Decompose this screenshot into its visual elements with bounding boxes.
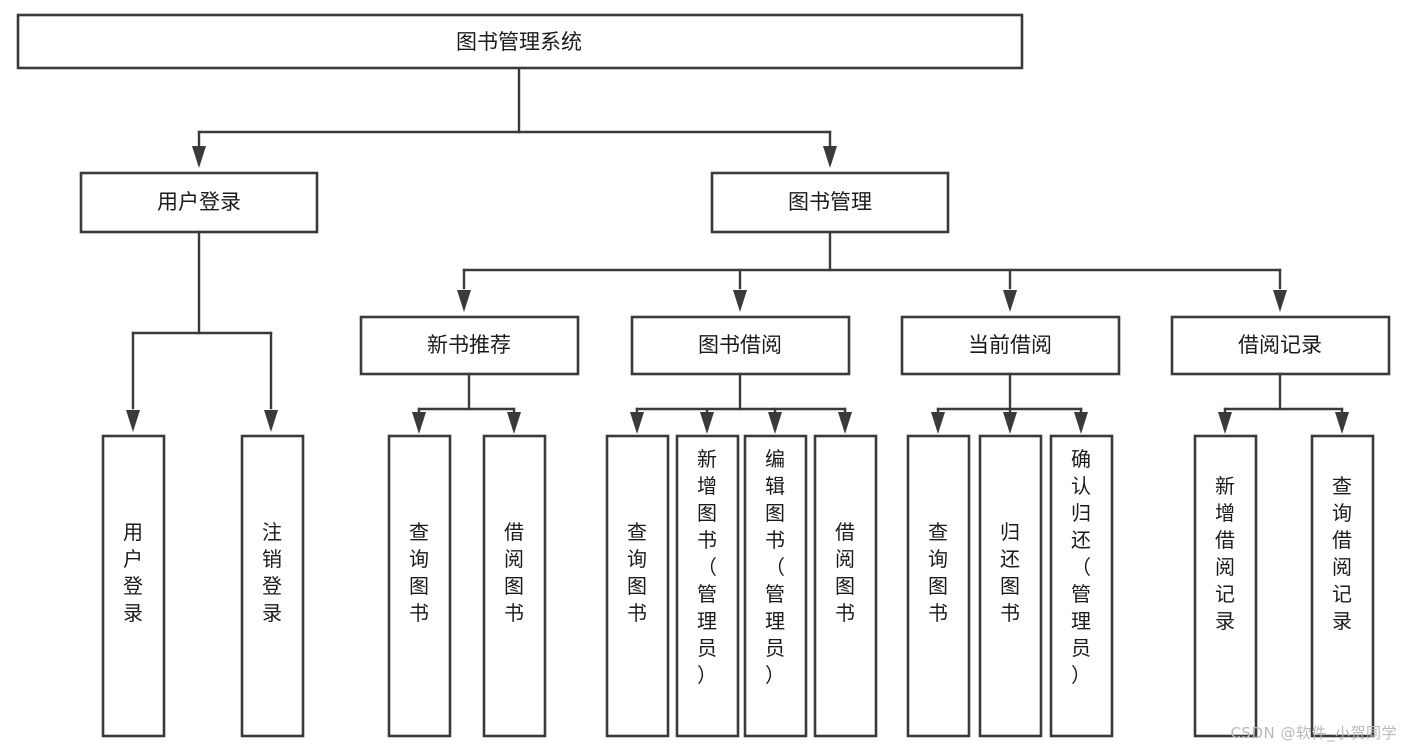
leaf-label: 注销登录 [262,520,282,625]
leaf-box[interactable] [101,434,166,738]
arrow-cb-leaf-3 [1074,412,1088,434]
leaf-label: 新增图书（管理员） [697,447,717,687]
leaf-label: 查询图书 [409,520,429,625]
node-root-box[interactable] [16,13,1024,70]
leaf-box[interactable] [1310,434,1375,738]
leaf-node-book-borrow-1[interactable]: 查询图书 [605,434,670,738]
node-root[interactable]: 图书管理系统 [16,13,1024,70]
leaf-label: 查询借阅记录 [1332,474,1352,633]
leaf-box[interactable] [1049,434,1114,738]
node-current-borrow-box[interactable] [900,315,1121,376]
node-borrow-record[interactable]: 借阅记录 [1170,315,1391,376]
leaf-label: 归还图书 [1000,520,1020,625]
leaf-box[interactable] [240,434,305,738]
leaf-label: 确认归还（管理员） [1071,447,1091,687]
arrow-bm-to-record [1273,290,1287,312]
leaf-box[interactable] [1193,434,1258,738]
csdn-watermark: CSDN @软件_小贺同学 [1230,724,1397,742]
leaf-box[interactable] [978,434,1043,738]
node-book-manage-label: 图书管理 [788,190,872,214]
leaf-box[interactable] [813,434,878,738]
arrow-bb-leaf-4 [838,412,852,434]
connector-group-current-borrow-leaves [931,372,1088,434]
arrow-br-leaf-1 [1218,412,1232,434]
connector-group-new-book-leaves [412,372,521,434]
node-new-book-recommend-box[interactable] [359,315,580,376]
arrow-ul-leaf-2 [264,410,278,432]
arrow-root-to-book-manage [823,146,837,168]
node-user-login[interactable]: 用户登录 [79,171,319,234]
arrow-nb-leaf-2 [507,412,521,434]
arrow-bb-leaf-1 [630,412,644,434]
leaf-box[interactable] [387,434,452,738]
leaf-box[interactable] [675,434,740,738]
leaf-node-book-borrow-2[interactable]: 新增图书（管理员） [675,434,740,738]
arrow-bm-to-new-book [457,290,471,312]
leaf-node-new-book-1[interactable]: 查询图书 [387,434,452,738]
leaf-label: 查询图书 [928,520,948,625]
leaf-box[interactable] [906,434,971,738]
connector-group-book-borrow-leaves [630,372,852,434]
leaf-node-current-borrow-1[interactable]: 查询图书 [906,434,971,738]
leaf-box[interactable] [605,434,670,738]
arrow-nb-leaf-1 [412,412,426,434]
leaf-node-user-login-1[interactable]: 用户登录 [101,434,166,738]
leaf-node-book-borrow-4[interactable]: 借阅图书 [813,434,878,738]
node-book-manage-box[interactable] [710,171,950,234]
node-current-borrow[interactable]: 当前借阅 [900,315,1121,376]
leaf-node-new-book-2[interactable]: 借阅图书 [482,434,547,738]
node-book-borrow-box[interactable] [630,315,851,376]
arrow-bb-leaf-3 [768,412,782,434]
node-borrow-record-box[interactable] [1170,315,1391,376]
leaf-node-borrow-record-1[interactable]: 新增借阅记录 [1193,434,1258,738]
node-book-borrow[interactable]: 图书借阅 [630,315,851,376]
node-book-borrow-label: 图书借阅 [698,333,782,357]
node-current-borrow-label: 当前借阅 [968,333,1052,357]
arrow-bm-to-borrow [733,290,747,312]
arrow-br-leaf-2 [1335,412,1349,434]
arrow-cb-leaf-1 [931,412,945,434]
leaf-node-book-borrow-3[interactable]: 编辑图书（管理员） [743,434,808,738]
node-book-manage[interactable]: 图书管理 [710,171,950,234]
arrow-bb-leaf-2 [700,412,714,434]
arrow-root-to-user-login [192,146,206,168]
connector-group-user-login-leaves [126,230,278,432]
leaf-label: 借阅图书 [504,520,524,625]
leaf-node-current-borrow-3[interactable]: 确认归还（管理员） [1049,434,1114,738]
leaf-node-current-borrow-2[interactable]: 归还图书 [978,434,1043,738]
node-user-login-label: 用户登录 [157,190,241,214]
arrow-cb-leaf-2 [1003,412,1017,434]
leaf-node-user-login-2[interactable]: 注销登录 [240,434,305,738]
leaf-box[interactable] [743,434,808,738]
leaf-label: 用户登录 [123,520,143,625]
connector-group-book-manage [457,230,1287,312]
node-borrow-record-label: 借阅记录 [1238,333,1322,357]
leaf-label: 编辑图书（管理员） [765,447,785,687]
leaf-node-borrow-record-2[interactable]: 查询借阅记录 [1310,434,1375,738]
leaf-label: 查询图书 [627,520,647,625]
arrow-ul-leaf-1 [126,410,140,432]
leaf-label: 借阅图书 [835,520,855,625]
node-new-book-recommend-label: 新书推荐 [427,333,511,357]
connector-group-borrow-record-leaves [1218,372,1349,434]
leaf-label: 新增借阅记录 [1215,474,1235,633]
node-root-label: 图书管理系统 [456,30,582,54]
node-new-book-recommend[interactable]: 新书推荐 [359,315,580,376]
arrow-bm-to-current [1003,290,1017,312]
leaf-box[interactable] [482,434,547,738]
connector-group-root [192,66,837,168]
